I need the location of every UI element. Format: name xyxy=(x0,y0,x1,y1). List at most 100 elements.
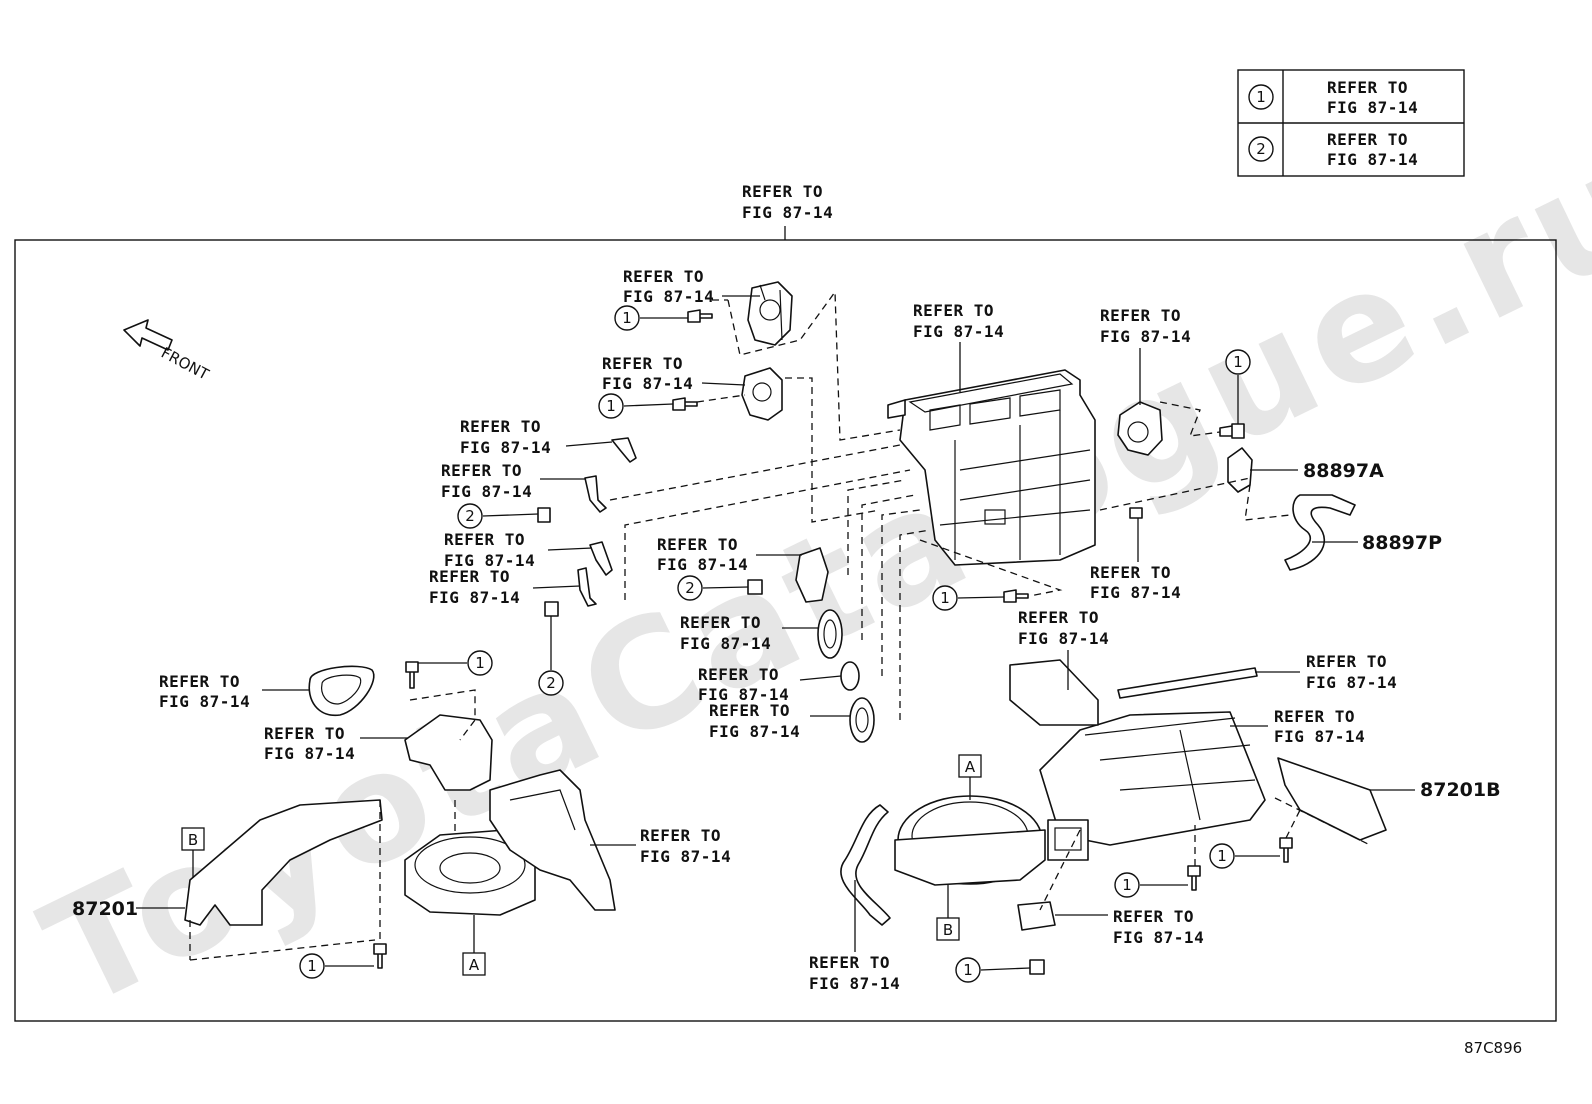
svg-text:FIG 87-14: FIG 87-14 xyxy=(1018,629,1109,648)
seal-strip xyxy=(1117,667,1258,699)
svg-text:REFER TO: REFER TO xyxy=(709,701,790,720)
damper-gear-1 xyxy=(795,547,829,603)
svg-text:FIG 87-14: FIG 87-14 xyxy=(1306,673,1397,692)
legend-symbol-1: 1 xyxy=(1256,88,1266,106)
figure-code: 87C896 xyxy=(1464,1039,1522,1057)
refer-label-connector: REFER TO FIG 87-14 xyxy=(1055,907,1204,947)
front-label: FRONT xyxy=(158,344,212,384)
svg-text:REFER TO: REFER TO xyxy=(264,724,345,743)
legend-table: 1 REFER TO FIG 87-14 2 REFER TO FIG 87-1… xyxy=(1237,69,1465,177)
legend-symbol-2: 2 xyxy=(1256,140,1266,158)
part-number-88897A: 88897A xyxy=(1250,460,1384,482)
svg-text:REFER TO: REFER TO xyxy=(444,530,525,549)
svg-text:REFER TO: REFER TO xyxy=(1113,907,1194,926)
svg-text:FIG 87-14: FIG 87-14 xyxy=(657,555,748,574)
refer-label-drain-hose: REFER TO FIG 87-14 xyxy=(809,880,900,993)
refer-label-plug: REFER TO FIG 87-14 xyxy=(1090,518,1181,602)
svg-text:1: 1 xyxy=(940,589,950,607)
svg-text:FIG 87-14: FIG 87-14 xyxy=(602,374,693,393)
svg-text:FIG 87-14: FIG 87-14 xyxy=(1090,583,1181,602)
drain-hose xyxy=(840,804,891,926)
svg-text:B: B xyxy=(188,831,198,849)
front-arrow: FRONT xyxy=(123,319,213,384)
svg-text:88897P: 88897P xyxy=(1362,532,1442,554)
screw-4 xyxy=(747,579,763,595)
callout-2-b: 2 xyxy=(677,575,749,601)
svg-text:REFER TO: REFER TO xyxy=(441,461,522,480)
link-lever-3 xyxy=(589,541,613,576)
refer-label-seal-gasket: REFER TO FIG 87-14 xyxy=(159,672,310,711)
svg-text:FIG 87-14: FIG 87-14 xyxy=(640,847,731,866)
refer-label-servo-right: REFER TO FIG 87-14 xyxy=(1100,306,1191,405)
refer-label-gear-3: REFER TO FIG 87-14 xyxy=(698,665,842,704)
duct-upper-right xyxy=(1009,659,1099,726)
screw-2 xyxy=(672,397,698,411)
svg-text:FIG 87-14: FIG 87-14 xyxy=(264,744,355,763)
callout-2-a: 2 xyxy=(457,503,539,529)
svg-text:FIG 87-14: FIG 87-14 xyxy=(444,551,535,570)
link-lever-1 xyxy=(611,437,637,463)
svg-text:REFER TO: REFER TO xyxy=(742,182,823,201)
damper-gear-3 xyxy=(840,661,860,691)
screw-9 xyxy=(373,943,387,969)
part-88897P-hose xyxy=(1284,494,1356,571)
callout-1-c: 1 xyxy=(932,585,1005,611)
marker-B-left: B xyxy=(181,827,205,878)
marker-A-right: A xyxy=(958,754,982,800)
callout-1-h: 1 xyxy=(1209,843,1280,869)
refer-label-gear-2: REFER TO FIG 87-14 xyxy=(680,613,818,653)
marker-A-left: A xyxy=(462,915,486,976)
screw-11 xyxy=(1279,837,1293,863)
svg-text:1: 1 xyxy=(475,654,485,672)
svg-text:2: 2 xyxy=(546,674,556,692)
refer-label-blower: REFER TO FIG 87-14 xyxy=(590,826,731,866)
svg-text:1: 1 xyxy=(1233,353,1243,371)
svg-text:REFER TO: REFER TO xyxy=(429,567,510,586)
legend-text-1-line1: REFER TO xyxy=(1327,78,1408,97)
part-number-87201B: 87201B xyxy=(1370,779,1501,801)
svg-text:REFER TO: REFER TO xyxy=(1274,707,1355,726)
screw-8 xyxy=(405,661,419,689)
callout-1-i: 1 xyxy=(955,957,1031,983)
svg-text:FIG 87-14: FIG 87-14 xyxy=(709,722,800,741)
marker-B-right: B xyxy=(936,885,960,941)
refer-label-seal-strip: REFER TO FIG 87-14 xyxy=(1255,652,1397,692)
damper-gear-2 xyxy=(817,609,843,659)
refer-label-cooling-case: REFER TO FIG 87-14 xyxy=(1230,707,1365,746)
svg-text:FIG 87-14: FIG 87-14 xyxy=(698,685,789,704)
refer-label-duct-upper: REFER TO FIG 87-14 xyxy=(1018,608,1109,690)
svg-text:REFER TO: REFER TO xyxy=(657,535,738,554)
callout-1-g: 1 xyxy=(1114,872,1188,898)
link-lever-2 xyxy=(584,475,607,513)
svg-text:REFER TO: REFER TO xyxy=(698,665,779,684)
refer-label-servo-upper: REFER TO FIG 87-14 xyxy=(623,267,760,306)
svg-text:FIG 87-14: FIG 87-14 xyxy=(429,588,520,607)
screw-10 xyxy=(1187,865,1201,891)
svg-text:REFER TO: REFER TO xyxy=(623,267,704,286)
part-number-87201: 87201 xyxy=(72,898,185,920)
svg-text:FIG 87-14: FIG 87-14 xyxy=(809,974,900,993)
svg-text:REFER TO: REFER TO xyxy=(680,613,761,632)
screw-7 xyxy=(1219,423,1245,439)
svg-text:REFER TO: REFER TO xyxy=(640,826,721,845)
svg-text:FIG 87-14: FIG 87-14 xyxy=(680,634,771,653)
link-lever-4 xyxy=(577,567,597,607)
svg-text:FIG 87-14: FIG 87-14 xyxy=(441,482,532,501)
screw-5 xyxy=(544,601,559,617)
callout-1-b: 1 xyxy=(598,393,674,419)
svg-text:2: 2 xyxy=(685,579,695,597)
screw-12 xyxy=(1029,959,1045,975)
svg-text:87201B: 87201B xyxy=(1420,779,1501,801)
screw-6 xyxy=(1003,589,1029,603)
svg-text:FIG 87-14: FIG 87-14 xyxy=(1100,327,1191,346)
legend-text-1-line2: FIG 87-14 xyxy=(1327,98,1418,117)
refer-label-lever-2: REFER TO FIG 87-14 xyxy=(441,461,586,501)
part-number-88897P: 88897P xyxy=(1312,532,1442,554)
legend-text-2-line2: FIG 87-14 xyxy=(1327,150,1418,169)
part-87201B-cover xyxy=(1277,757,1387,841)
servo-motor-middle xyxy=(741,367,783,421)
svg-text:REFER TO: REFER TO xyxy=(913,301,994,320)
refer-label-top: REFER TO FIG 87-14 xyxy=(742,182,833,222)
svg-text:1: 1 xyxy=(1122,876,1132,894)
